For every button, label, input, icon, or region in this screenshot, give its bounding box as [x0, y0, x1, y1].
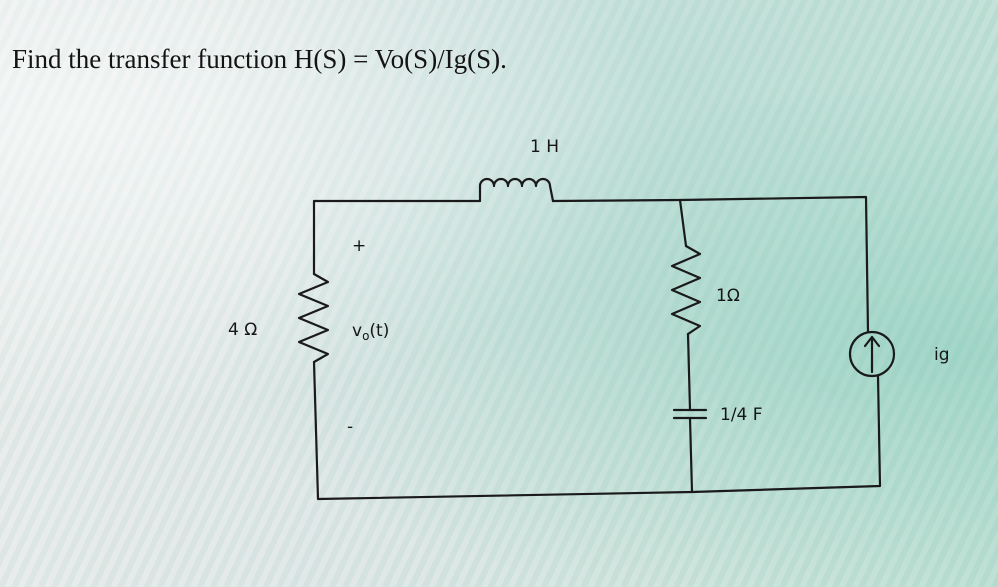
resistor-4ohm [297, 272, 330, 364]
plus-sign: + [352, 236, 366, 256]
output-voltage-label: vo(t) [352, 321, 389, 343]
question-text: Find the transfer function H(S) = Vo(S)/… [12, 44, 507, 74]
current-source-arrow [863, 335, 881, 374]
resistor-left-label: 4 Ω [228, 320, 257, 340]
current-source-circle [848, 330, 896, 378]
wire-left-bottom [312, 360, 882, 501]
minus-sign: - [347, 417, 353, 437]
resistor-right-label: 1Ω [716, 286, 740, 306]
vo-main: v [352, 321, 362, 341]
wire-left-top [312, 199, 482, 276]
wire-mid-cap [686, 332, 692, 412]
inductor-coil [478, 177, 555, 203]
wire-mid-bottom [688, 416, 694, 494]
wire-mid-top [678, 198, 688, 248]
wire-top-right [551, 195, 870, 334]
resistor-1ohm [670, 244, 702, 336]
capacitor-label: 1/4 F [720, 405, 763, 425]
inductor-label: 1 H [530, 137, 559, 157]
vo-subscript: o [362, 329, 369, 343]
vo-rest: (t) [369, 321, 389, 341]
source-label: ig [934, 345, 950, 365]
